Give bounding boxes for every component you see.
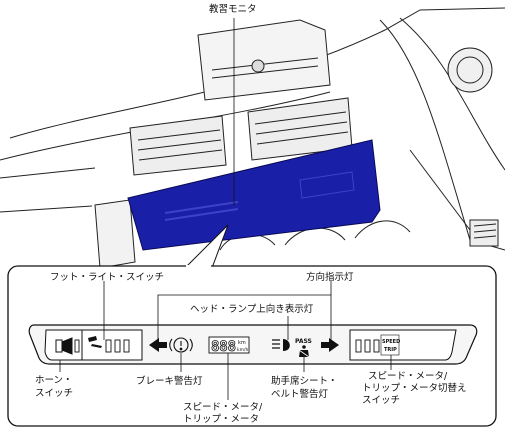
trip-button-label: TRIP [384,347,397,353]
label-speed-trip-switch-line2: トリップ・メータ切替え [362,383,467,394]
speedometer-digits: 888 [211,339,236,355]
brake-warning-icon [169,337,193,353]
foot-light-icon [88,336,102,348]
speed-unit-top: km [238,340,246,346]
label-foot-light-switch: フット・ライト・スイッチ [50,272,165,283]
label-training-monitor: 教習モニタ [209,4,257,15]
horn-digit [74,339,80,353]
label-horn-switch-line1: ホーン・ [35,375,73,386]
headlamp-high-beam-icon [272,339,290,351]
left-turn-arrow-icon [149,338,167,352]
foot-light-digits [105,339,130,353]
label-passenger-seatbelt-line2: ベルト警告灯 [271,389,329,400]
training-monitor-highlight [127,139,381,251]
speed-button-label: SPEED [382,339,400,345]
speed-unit-bottom: km/h [237,347,249,353]
label-speed-trip-switch-line1: スピード・メータ/ [368,371,448,382]
horn-icon [55,337,73,355]
leader-lines [59,281,392,400]
zoom-callout-tail [184,224,229,269]
right-turn-arrow-icon [321,338,339,352]
label-passenger-seatbelt-line1: 助手席シート・ [271,376,338,387]
label-speedometer-line1: スピード・メータ/ [183,402,263,413]
label-speed-trip-switch-line3: スイッチ [362,395,401,406]
label-brake-warning: ブレーキ警告灯 [136,376,203,387]
speedometer-display [208,336,250,354]
center-vent-left [129,115,227,176]
pass-text: PASS [295,338,312,345]
trip-digits [355,339,380,353]
dashboard-illustration [0,7,505,269]
seatbelt-icon [298,345,310,358]
label-headlamp-high-beam: ヘッド・ランプ上向き表示灯 [190,304,314,315]
label-turn-indicator: 方向指示灯 [306,272,354,283]
label-horn-switch-line2: スイッチ [35,388,74,399]
label-speedometer-line2: トリップ・メータ [183,414,260,425]
speed-trip-toggle-button[interactable] [380,334,400,356]
